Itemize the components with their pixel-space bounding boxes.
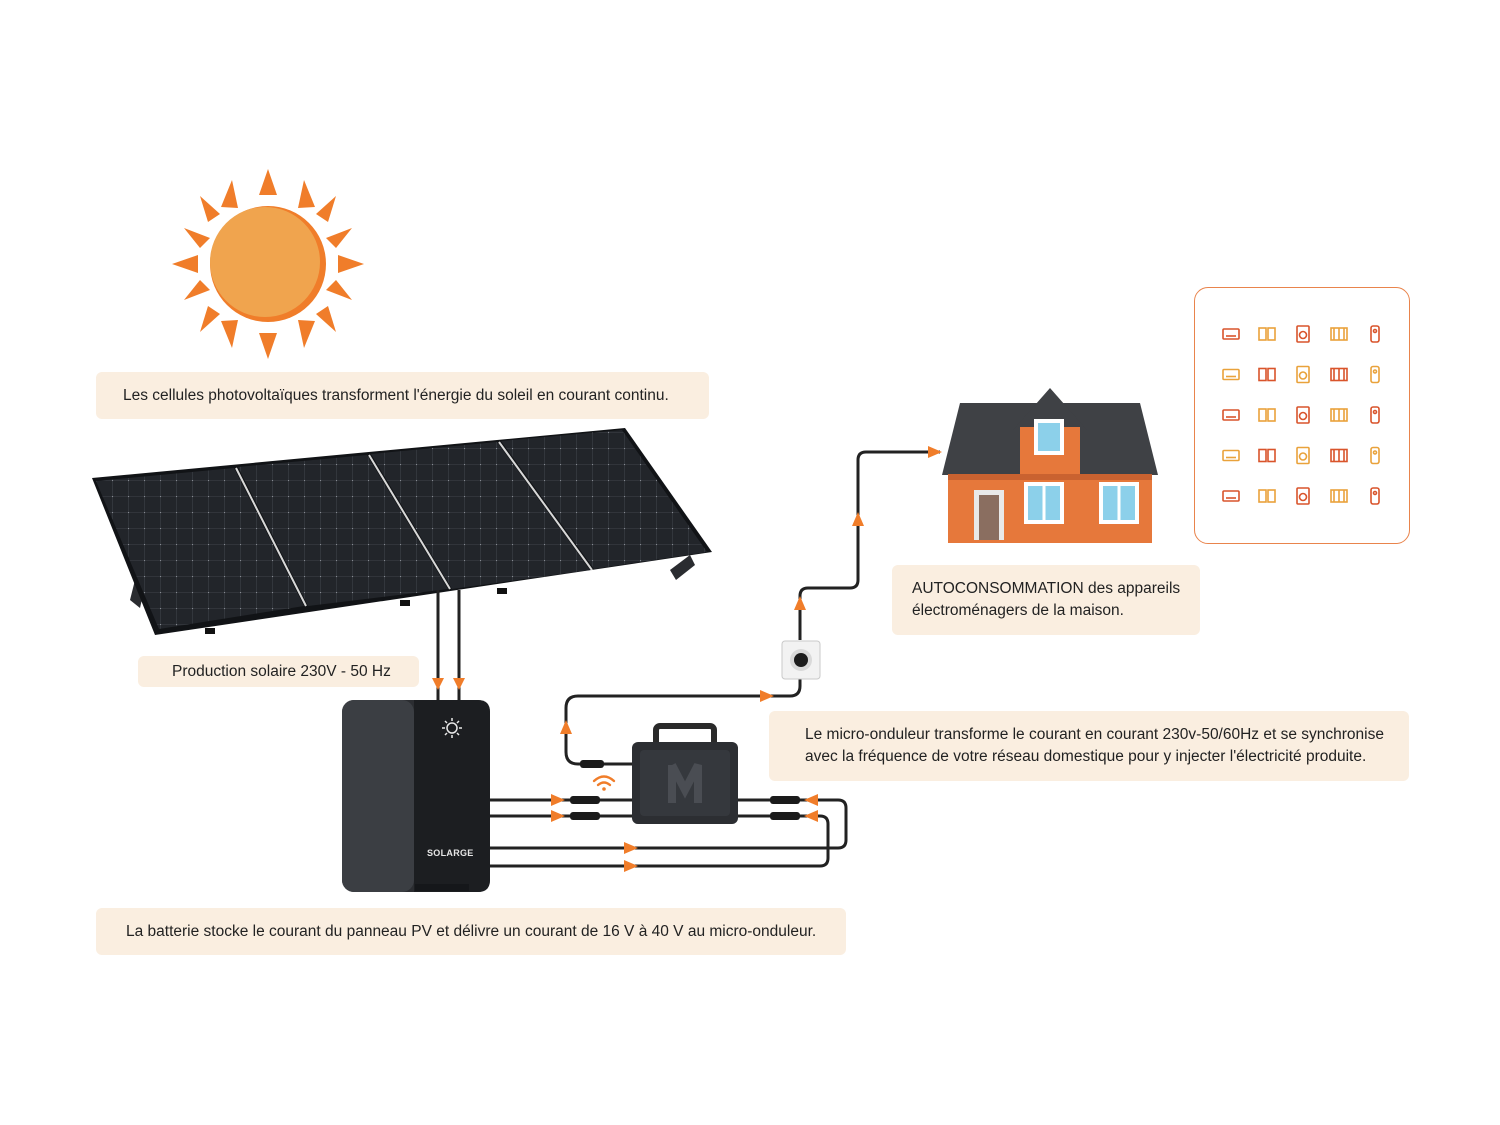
robot-vacuum-icon xyxy=(1370,365,1380,384)
house-caption: AUTOCONSOMMATION des appareils électromé… xyxy=(892,565,1200,635)
inverter-caption-line1: Le micro-onduleur transforme le courant … xyxy=(805,726,1384,743)
dryer-icon xyxy=(1258,489,1276,503)
fridge-icon xyxy=(1330,408,1348,422)
battery-caption-text: La batterie stocke le courant du panneau… xyxy=(126,922,817,940)
oven-icon xyxy=(1370,487,1380,505)
lamp-icon xyxy=(1258,408,1276,422)
split-ac-icon xyxy=(1296,446,1310,465)
cabinet-icon xyxy=(1296,487,1310,505)
sun-caption-text: Les cellules photovoltaïques transformen… xyxy=(123,386,669,404)
appliance-icon-grid xyxy=(1222,325,1380,505)
remote-icon xyxy=(1370,325,1380,343)
house-caption-line1: AUTOCONSOMMATION des appareils xyxy=(912,580,1181,597)
washing-machine-icon xyxy=(1296,325,1310,343)
vacuum-icon xyxy=(1258,448,1276,463)
connectors xyxy=(570,760,800,820)
water-dispenser-icon xyxy=(1370,446,1380,465)
wall-socket-icon xyxy=(781,640,821,680)
speaker-icon xyxy=(1258,327,1276,341)
blender-icon xyxy=(1330,489,1348,503)
house-caption-line2: électroménagers de la maison. xyxy=(912,602,1124,619)
sun-icon xyxy=(172,169,364,359)
hair-dryer-icon xyxy=(1222,449,1240,462)
battery-brand-label: SOLARGE xyxy=(427,848,474,858)
battery-caption: La batterie stocke le courant du panneau… xyxy=(96,908,846,955)
air-conditioner-icon xyxy=(1222,328,1240,340)
microwave-icon xyxy=(1296,365,1310,384)
tv-icon xyxy=(1370,406,1380,424)
down-arrows xyxy=(432,678,465,690)
micro-inverter xyxy=(632,723,738,824)
radio-icon xyxy=(1296,406,1310,424)
production-caption-text: Production solaire 230V - 50 Hz xyxy=(172,662,391,680)
kettle-icon xyxy=(1330,448,1348,463)
solar-panel-array xyxy=(92,428,712,635)
rice-cooker-icon xyxy=(1222,409,1240,421)
curtain-icon xyxy=(1222,490,1240,502)
appliance-panel xyxy=(1194,287,1410,544)
production-caption: Production solaire 230V - 50 Hz xyxy=(138,656,419,687)
router-icon xyxy=(1222,368,1240,381)
battery-unit xyxy=(342,700,490,892)
inverter-caption: Le micro-onduleur transforme le courant … xyxy=(769,711,1409,781)
toaster-icon xyxy=(1258,367,1276,382)
sun-caption: Les cellules photovoltaïques transformen… xyxy=(96,372,709,419)
sun-logo-icon xyxy=(442,718,462,738)
fan-icon xyxy=(1330,367,1348,382)
house-illustration xyxy=(942,388,1158,543)
heater-icon xyxy=(1330,327,1348,341)
wifi-icon xyxy=(592,775,616,791)
inverter-caption-line2: avec la fréquence de votre réseau domest… xyxy=(805,748,1367,765)
flow-arrows xyxy=(551,446,942,872)
